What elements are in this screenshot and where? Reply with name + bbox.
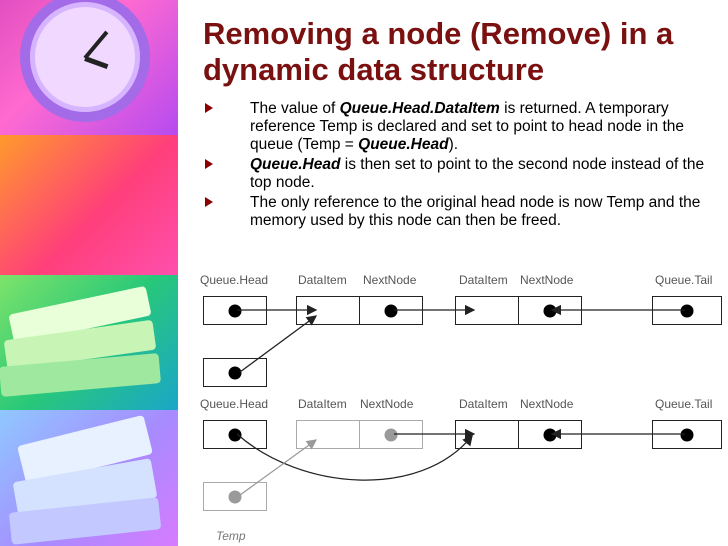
queue-head-label: Queue.Head [200, 397, 269, 411]
temp-to-node1-arrow [239, 315, 318, 373]
node1-dataitem-label: DataItem [298, 273, 347, 287]
bullet-marker-icon [205, 197, 213, 207]
blue-papers-photo [0, 410, 178, 546]
bullet-item-2: Queue.Head is then set to point to the s… [203, 156, 713, 192]
pointer-dot [384, 304, 398, 317]
pointer-dot [228, 304, 242, 317]
node1-nextnode-label: NextNode [360, 397, 414, 411]
slide-title: Removing a node (Remove) in a dynamic da… [203, 16, 674, 87]
decorative-image-strip [0, 0, 178, 546]
bullet-item-1: The value of Queue.Head.DataItem is retu… [203, 100, 713, 154]
bullet-1-text: The value of Queue.Head.DataItem is retu… [250, 100, 685, 153]
queue-head-pointer-box [203, 296, 267, 325]
faded-pointer-dot [228, 490, 242, 503]
temp-pointer-box [203, 358, 267, 387]
pointer-dot [680, 428, 694, 441]
pointer-dot [680, 304, 694, 317]
node2-dataitem-label: DataItem [459, 273, 508, 287]
node2-nextnode-label: NextNode [520, 273, 574, 287]
head-to-node2-curved-arrow [236, 433, 473, 481]
queue-tail-label: Queue.Tail [655, 397, 713, 411]
bullet-marker-icon [205, 159, 213, 169]
faded-pointer-dot [384, 428, 398, 441]
pointer-dot [228, 428, 242, 441]
pointer-dot [228, 366, 242, 379]
queue-head-label: Queue.Head [200, 273, 269, 287]
temp-pointer-box [203, 482, 267, 511]
queue-head-pointer-box [203, 420, 267, 449]
purple-clock-photo [0, 0, 178, 135]
bullet-marker-icon [205, 103, 213, 113]
bullet-2-text: Queue.Head is then set to point to the s… [250, 156, 705, 191]
temp-to-removed-node-arrow [239, 439, 318, 496]
node1-nextnode-label: NextNode [363, 273, 417, 287]
node2-nextnode-label: NextNode [520, 397, 574, 411]
bullet-list: The value of Queue.Head.DataItem is retu… [203, 100, 713, 232]
temp-label: Temp [216, 529, 246, 543]
node2-dataitem-label: DataItem [459, 397, 508, 411]
queue-tail-label: Queue.Tail [655, 273, 713, 287]
green-papers-photo [0, 275, 178, 410]
bullet-item-3: The only reference to the original head … [203, 194, 713, 230]
purple-clock-icon [20, 0, 150, 122]
node1-dataitem-label: DataItem [298, 397, 347, 411]
bullet-3-text: The only reference to the original head … [250, 194, 701, 229]
